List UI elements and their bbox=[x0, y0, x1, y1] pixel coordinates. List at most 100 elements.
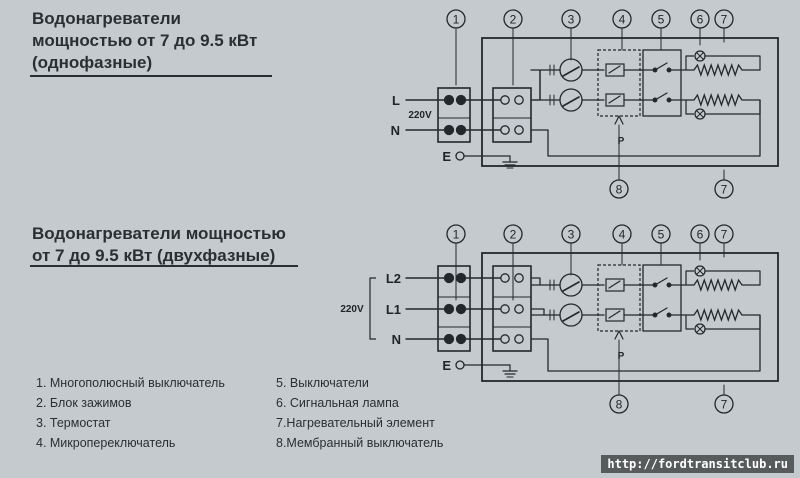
terminal-screw bbox=[514, 95, 524, 105]
terminal-block bbox=[492, 87, 532, 143]
wire bbox=[531, 277, 541, 285]
terminal-screw bbox=[500, 95, 510, 105]
micro-switch bbox=[605, 93, 625, 107]
callout-number: 5 bbox=[658, 228, 665, 242]
voltage-label: 220V bbox=[340, 304, 364, 315]
terminal-screw bbox=[514, 125, 524, 135]
membrane-frame bbox=[597, 49, 641, 117]
terminal-screw bbox=[500, 304, 510, 314]
membrane-label: P bbox=[618, 136, 625, 147]
wire bbox=[531, 100, 761, 157]
switch-group bbox=[642, 264, 682, 332]
callout-number: 6 bbox=[697, 228, 704, 242]
wire bbox=[696, 267, 704, 275]
callout-number: 7 bbox=[721, 13, 728, 27]
switch-contact bbox=[455, 94, 467, 106]
wire bbox=[705, 55, 761, 70]
legend-item: 1. Многополюсный выключатель bbox=[36, 376, 225, 390]
callout-number: 1 bbox=[453, 13, 460, 27]
wire bbox=[608, 95, 621, 104]
wire bbox=[685, 55, 694, 70]
title-single-phase: Водонагреватели мощностью от 7 до 9.5 кВ… bbox=[32, 8, 257, 74]
watermark-url[interactable]: http://fordtransitclub.ru bbox=[601, 455, 794, 473]
wire bbox=[618, 330, 624, 340]
callout-number: 8 bbox=[616, 398, 623, 412]
wire bbox=[696, 110, 704, 118]
earth-terminal bbox=[455, 360, 465, 370]
heating-element bbox=[693, 307, 743, 323]
terminal-screw bbox=[500, 334, 510, 344]
callout-number: 2 bbox=[510, 13, 517, 27]
terminal-label-N: N bbox=[392, 332, 401, 347]
title-line: Водонагреватели bbox=[32, 9, 181, 28]
switch-contact bbox=[443, 303, 455, 315]
switch-contact bbox=[443, 333, 455, 345]
heating-element bbox=[693, 277, 743, 293]
earth-terminal bbox=[455, 151, 465, 161]
wire bbox=[696, 52, 704, 60]
legend-item: 3. Термостат bbox=[36, 416, 111, 430]
switch-contact bbox=[443, 272, 455, 284]
legend-item: 7.Нагревательный элемент bbox=[276, 416, 435, 430]
switch-contact bbox=[455, 272, 467, 284]
terminal-screw bbox=[514, 273, 524, 283]
wire bbox=[685, 270, 694, 285]
membrane-label: P bbox=[618, 351, 625, 362]
switch-contact bbox=[443, 124, 455, 136]
legend-item: 8.Мембранный выключатель bbox=[276, 436, 444, 450]
wire bbox=[608, 310, 621, 319]
terminal-screw bbox=[514, 304, 524, 314]
thermostat bbox=[559, 58, 583, 82]
wire bbox=[654, 277, 668, 286]
callout-number: 3 bbox=[568, 13, 575, 27]
micro-switch bbox=[605, 278, 625, 292]
thermostat bbox=[559, 303, 583, 327]
wire bbox=[608, 65, 621, 74]
thermostat bbox=[559, 273, 583, 297]
legend-right: 5. Выключатели 6. Сигнальная лампа 7.Наг… bbox=[276, 373, 443, 453]
heating-element bbox=[693, 92, 743, 108]
wire bbox=[696, 325, 704, 333]
wire bbox=[608, 280, 621, 289]
terminal-label-L2: L2 bbox=[386, 271, 401, 286]
terminal-screw bbox=[514, 334, 524, 344]
title-line: от 7 до 9.5 кВт (двухфазные) bbox=[32, 246, 276, 265]
switch-contact bbox=[455, 333, 467, 345]
wire bbox=[562, 311, 580, 322]
switch-contact bbox=[443, 94, 455, 106]
callout-number: 2 bbox=[510, 228, 517, 242]
callout-number: 7 bbox=[721, 183, 728, 197]
terminal-label-N: N bbox=[391, 123, 400, 138]
wire bbox=[614, 115, 620, 125]
switch-contact bbox=[455, 303, 467, 315]
wire bbox=[685, 100, 694, 115]
terminal-label-L: L bbox=[392, 93, 400, 108]
wire bbox=[562, 96, 580, 107]
earth-label: E bbox=[442, 149, 451, 164]
callout-number: 3 bbox=[568, 228, 575, 242]
wire bbox=[531, 70, 541, 101]
wire bbox=[531, 308, 545, 315]
switch-contact bbox=[455, 124, 467, 136]
heater-enclosure bbox=[481, 37, 779, 167]
title-underline bbox=[30, 265, 298, 267]
callout-number: 8 bbox=[616, 183, 623, 197]
terminal-label-L1: L1 bbox=[386, 302, 401, 317]
earth-label: E bbox=[442, 358, 451, 373]
title-line: (однофазные) bbox=[32, 53, 153, 72]
callout-number: 7 bbox=[721, 398, 728, 412]
voltage-label: 220V bbox=[408, 110, 432, 121]
wire bbox=[654, 92, 668, 101]
title-line: Водонагреватели мощностью bbox=[32, 224, 286, 243]
wire bbox=[369, 277, 376, 340]
micro-switch bbox=[605, 308, 625, 322]
multipole-switch bbox=[437, 87, 471, 143]
title-two-phase: Водонагреватели мощностью от 7 до 9.5 кВ… bbox=[32, 223, 286, 267]
wire bbox=[654, 62, 668, 71]
legend-item: 4. Микропереключатель bbox=[36, 436, 176, 450]
callout-number: 5 bbox=[658, 13, 665, 27]
wire bbox=[531, 315, 761, 372]
wire bbox=[685, 315, 694, 330]
title-line: мощностью от 7 до 9.5 кВт bbox=[32, 31, 258, 50]
